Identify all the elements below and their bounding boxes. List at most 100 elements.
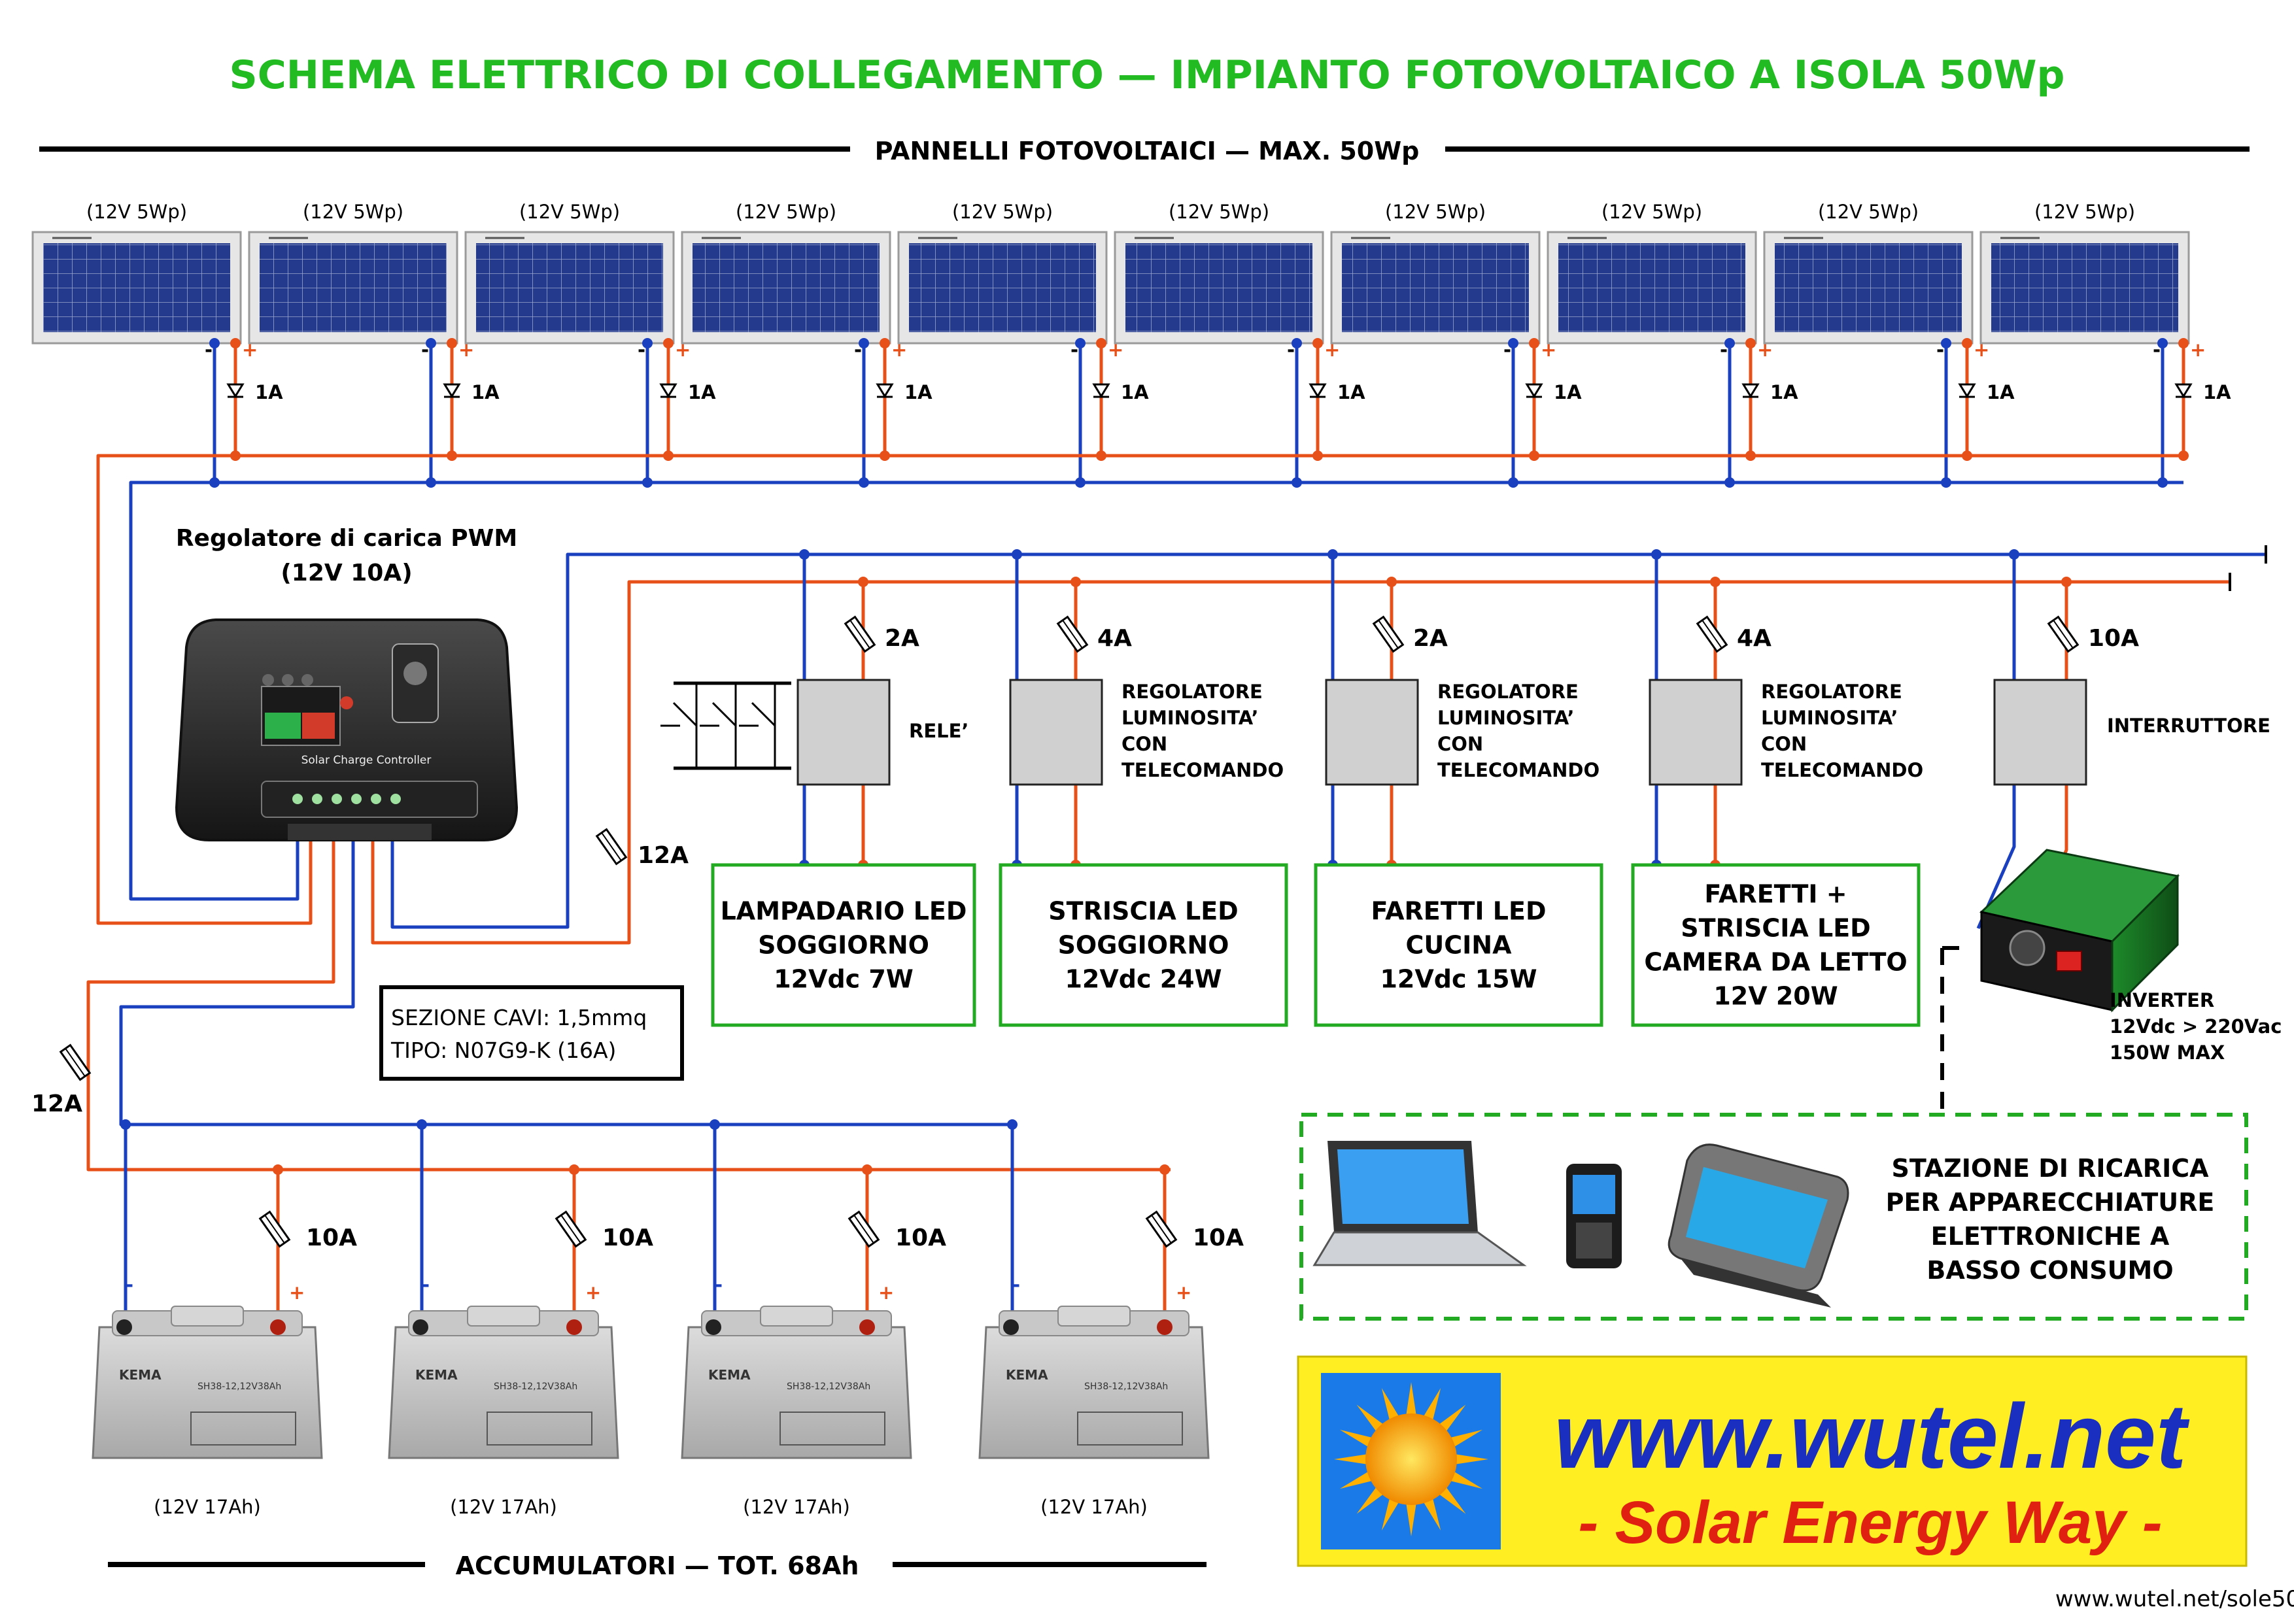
solar-panel-cells <box>260 243 447 332</box>
panel-rating-label: (12V 5Wp) <box>86 201 187 223</box>
junction-dot <box>1292 338 1302 348</box>
fuse-element <box>1702 620 1722 649</box>
sun-ray <box>1405 1499 1417 1536</box>
station-text-3: ELETTRONICHE A <box>1931 1222 2170 1251</box>
footer-url: www.wutel.net/sole50 <box>2055 1586 2294 1612</box>
load-box-text: SOGGIORNO <box>758 931 929 960</box>
panel-rating-label: (12V 5Wp) <box>1818 201 1919 223</box>
load-controller-label: REGOLATORE <box>1761 681 1902 703</box>
diode-rating-label: 1A <box>1337 381 1365 403</box>
diode-icon <box>876 383 894 398</box>
cable-info-box: SEZIONE CAVI: 1,5mmq TIPO: N07G9-K (16A) <box>379 985 684 1081</box>
diode-icon <box>226 383 245 398</box>
junction-dot <box>1724 338 1735 348</box>
panel-rating-label: (12V 5Wp) <box>1385 201 1486 223</box>
junction-dot <box>2178 338 2189 348</box>
diode-rating-label: 1A <box>1121 381 1149 403</box>
diode-icon <box>2174 383 2193 398</box>
fuse-element <box>2053 620 2074 649</box>
junction-dot <box>230 338 241 348</box>
load-controller-label: LUMINOSITA’ <box>1761 707 1898 729</box>
panel-rating-label: (12V 5Wp) <box>2034 201 2135 223</box>
battery-brand: KEMA <box>708 1367 751 1383</box>
load-controller-box <box>796 679 891 786</box>
battery-brand: KEMA <box>415 1367 458 1383</box>
sun-disc <box>1365 1413 1457 1505</box>
load-controller-label: RELE’ <box>909 720 968 742</box>
load-box-text: FARETTI LED <box>1371 897 1546 926</box>
load-box-text: 12Vdc 7W <box>774 965 914 994</box>
fuse-icon <box>1372 615 1405 653</box>
load-box-text: CUCINA <box>1406 931 1513 960</box>
diode-icon <box>1741 383 1760 398</box>
fuse-icon <box>595 828 628 866</box>
fuse-element <box>560 1215 581 1243</box>
load-box-text: STRISCIA LED <box>1048 897 1238 926</box>
battery-rating-label: (12V 17Ah) <box>1040 1496 1148 1518</box>
fuse-icon <box>2047 615 2080 653</box>
sun-ray <box>1446 1469 1483 1489</box>
logo-url: www.wutel.net <box>1554 1385 2189 1487</box>
battery-brand: KEMA <box>1006 1367 1048 1383</box>
charge-controller: Regolatore di carica PWM (12V 10A) Solar… <box>175 525 519 841</box>
diode-icon <box>1525 383 1543 398</box>
sun-ray <box>1446 1429 1483 1449</box>
battery-minus-label: - <box>715 1274 723 1296</box>
load-box <box>1314 863 1603 1027</box>
loads: 2A RELE’ LAMPADARIO LED SOGGIORNO 12Vdc 7W 4A… <box>660 625 2270 1027</box>
switch-icon <box>672 702 698 727</box>
panels-header: PANNELLI FOTOVOLTAICI — MAX. 50Wp <box>875 137 1420 165</box>
fuse-icon <box>555 1210 587 1248</box>
inverter-switch-label: INTERRUTTORE <box>2107 715 2270 737</box>
inverter-label-2: 12Vdc > 220Vac <box>2110 1015 2282 1038</box>
junction-dot <box>209 338 220 348</box>
fuse-icon <box>847 1210 880 1248</box>
battery-handle <box>467 1306 540 1327</box>
junction-dot <box>663 338 674 348</box>
laptop-icon <box>1312 1141 1527 1266</box>
battery-plus-label: + <box>1176 1281 1191 1304</box>
battery-model: SH38-12,12V38Ah <box>787 1381 870 1392</box>
junction-dot <box>447 338 457 348</box>
diode-icon <box>1958 383 1976 398</box>
load-box-text: LAMPADARIO LED <box>721 897 967 926</box>
junction-dot <box>880 338 890 348</box>
battery-terminal-positive <box>859 1319 875 1335</box>
load-fuse-label: 2A <box>885 625 919 652</box>
tablet-icon <box>1668 1143 1849 1308</box>
solar-panel-cells <box>1991 243 2178 332</box>
load-controller-label: TELECOMANDO <box>1761 759 1923 781</box>
diode-rating-label: 1A <box>1554 381 1582 403</box>
fuse-element <box>1378 620 1399 649</box>
batteries-footer: ACCUMULATORI — TOT. 68Ah <box>456 1551 859 1580</box>
battery-body <box>92 1326 323 1459</box>
junction-dot <box>859 338 869 348</box>
junction-dot <box>1941 338 1951 348</box>
battery-minus-label: - <box>126 1274 133 1296</box>
solar-panel-array: (12V 5Wp)-+(12V 5Wp)-+(12V 5Wp)-+(12V 5W… <box>31 201 2206 361</box>
inverter: INVERTER 12Vdc > 220Vac 150W MAX <box>1979 849 2282 1064</box>
panel-plus-label: + <box>2190 339 2206 361</box>
battery-terminal-positive <box>1157 1319 1173 1335</box>
diode-rating-label: 1A <box>2203 381 2231 403</box>
junction-dot <box>1075 338 1086 348</box>
battery-minus-label: - <box>1012 1274 1020 1296</box>
load-controller-box <box>1325 679 1419 786</box>
load-box <box>711 863 976 1027</box>
battery-warning-box <box>190 1412 296 1446</box>
sun-ray <box>1421 1494 1441 1531</box>
fuse-element <box>1151 1215 1172 1243</box>
diode-rating-label: 1A <box>904 381 933 403</box>
solar-panel-cells <box>693 243 880 332</box>
diode-icon <box>1092 383 1110 398</box>
junction-dot <box>1312 338 1323 348</box>
wutel-logo: www.wutel.net - Solar Energy Way - <box>1297 1355 2248 1567</box>
load-fuse-label: 4A <box>1737 625 1772 652</box>
inverter-label-3: 150W MAX <box>2110 1041 2225 1064</box>
switch-icon <box>711 702 737 727</box>
phone-icon <box>1566 1164 1622 1268</box>
sun-ray <box>1339 1429 1377 1449</box>
fuse-icon <box>1145 1210 1178 1248</box>
fuse-icon <box>844 615 876 653</box>
